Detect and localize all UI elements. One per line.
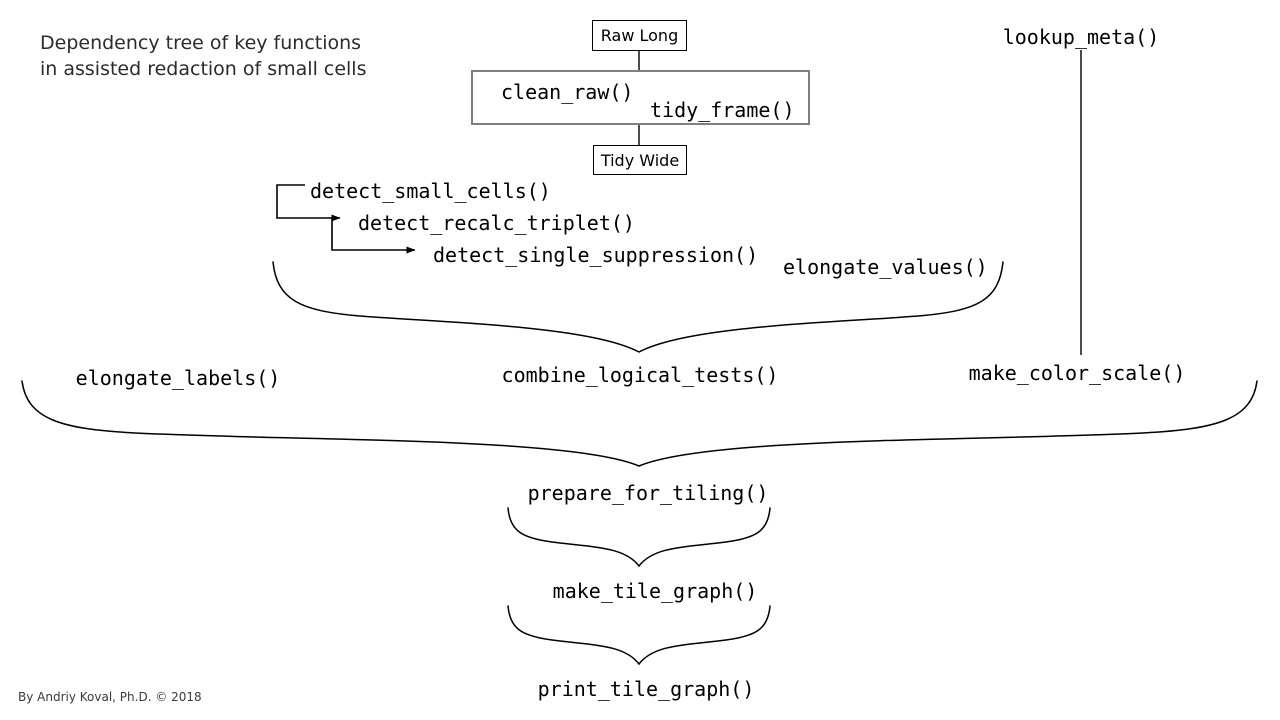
brace-to-prepare-for-tiling [21, 380, 1258, 467]
node-raw-long-label: Raw Long [600, 26, 679, 45]
edge-recalc-to-single-suppression [331, 218, 416, 254]
node-elongate-labels-label: elongate_labels() [75, 366, 281, 390]
node-combine-logical-tests-label: combine_logical_tests() [501, 363, 779, 387]
node-detect-single-suppression: detect_single_suppression() [433, 243, 758, 267]
node-print-tile-graph-label: print_tile_graph() [537, 677, 755, 701]
node-detect-recalc-triplet: detect_recalc_triplet() [358, 211, 635, 235]
node-tidy-frame: tidy_frame() [650, 98, 795, 122]
node-print-tile-graph: print_tile_graph() [538, 677, 755, 701]
node-detect-small-cells-label: detect_small_cells() [310, 179, 551, 203]
node-lookup-meta: lookup_meta() [1003, 25, 1160, 49]
node-tidy-frame-label: tidy_frame() [650, 98, 795, 122]
figure-title: Dependency tree of key functions in assi… [40, 30, 366, 82]
node-tidy-frame-box [471, 70, 810, 125]
node-make-color-scale: make_color_scale() [969, 361, 1186, 385]
node-make-tile-graph-label: make_tile_graph() [552, 579, 758, 603]
node-elongate-values: elongate_values() [783, 255, 988, 279]
node-raw-long: Raw Long [592, 20, 687, 51]
node-tidy-wide-label: Tidy Wide [600, 150, 680, 170]
node-prepare-for-tiling: prepare_for_tiling() [528, 481, 769, 505]
brace-to-print-tile-graph [507, 605, 771, 666]
node-tidy-wide: Tidy Wide [593, 145, 687, 175]
brace-to-make-tile-graph [507, 507, 771, 568]
node-prepare-for-tiling-label: prepare_for_tiling() [527, 481, 769, 505]
edge-detect-small-to-recalc [276, 184, 341, 222]
node-detect-single-suppression-label: detect_single_suppression() [433, 243, 759, 267]
node-combine-logical-tests: combine_logical_tests() [502, 363, 779, 387]
node-detect-recalc-triplet-label: detect_recalc_triplet() [358, 211, 635, 235]
author-credit: By Andriy Koval, Ph.D. © 2018 [18, 690, 202, 704]
node-lookup-meta-label: lookup_meta() [1002, 25, 1160, 49]
node-detect-small-cells: detect_small_cells() [310, 179, 551, 203]
node-make-tile-graph: make_tile_graph() [553, 579, 758, 603]
node-elongate-values-label: elongate_values() [783, 255, 988, 279]
node-make-color-scale-label: make_color_scale() [968, 361, 1186, 385]
figure-title-line-2: in assisted redaction of small cells [40, 58, 367, 80]
node-elongate-labels: elongate_labels() [76, 366, 281, 390]
node-clean-raw-label: clean_raw() [501, 80, 634, 104]
figure-title-line-1: Dependency tree of key functions [40, 32, 362, 54]
node-clean-raw: clean_raw() [501, 80, 633, 104]
brace-to-combine-logical-tests [272, 261, 1004, 353]
